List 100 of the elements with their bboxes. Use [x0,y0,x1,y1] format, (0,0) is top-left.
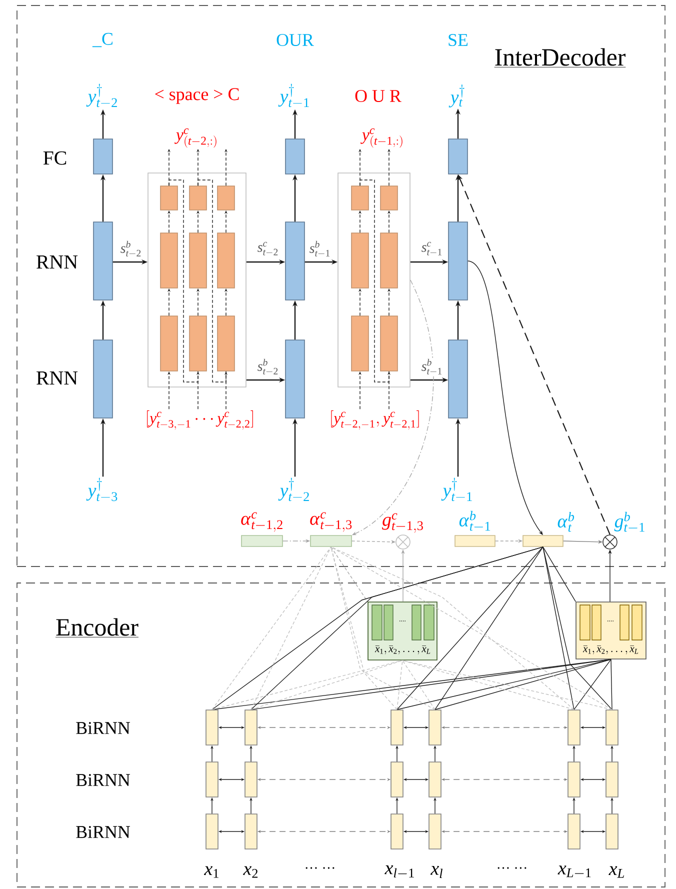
panel-heading: Encoder [55,618,139,638]
input-label: $x_l$ [430,866,442,878]
math-label: $y^{\dagger}_{t-1}$ [441,478,472,502]
connector-line [396,546,544,710]
math-label: $\alpha^{c}_{t-1,3}$ [310,512,352,532]
layer-box [93,340,113,418]
cell-box [428,710,442,746]
math-label: $y^{\dagger}_{t-2}$ [278,478,309,502]
output-text: O U R [355,90,402,102]
input-label: $x_L$ [608,866,624,878]
connector-line [434,546,544,710]
connector-line [360,180,390,382]
math-label: $y^{c}_{(t-2,:)}$ [174,128,216,148]
layer-box [285,340,305,418]
math-label: $[y^{c}_{t-2,-1}, y^{c}_{t-2,1}]$ [331,410,419,430]
layer-box [160,186,178,210]
connector-line [396,660,403,710]
layer-box [448,138,468,174]
edge-label: $s^{b}_{t-2}$ [256,358,280,376]
layer-box [351,316,369,372]
math-label: $\bar{x}_1, \bar{x}_2, \ldots, \bar{x}_L$ [374,646,430,654]
edge-label: $s^{b}_{t-1}$ [308,240,332,258]
cell-box [390,710,404,746]
cell-box [244,814,258,850]
layer-box [380,316,398,372]
math-label: $\alpha^{b}_{t}$ [558,512,574,532]
layer-box [217,186,235,210]
math-label: $y^{c}_{(t-1,:)}$ [360,128,402,148]
math-label: $\bar{x}_1, \bar{x}_2, \ldots, \bar{x}_L$ [582,646,638,654]
layer-box [160,316,178,372]
edge-label: $s^{b}_{t-2}$ [119,240,143,258]
layer-box [189,316,207,372]
cell-box [568,762,580,798]
layer-box [93,222,113,300]
cell-box [606,710,618,746]
connector-line [402,660,574,710]
math-label: $y^{\dagger}_{t-3}$ [86,478,118,502]
math-label: $[y^{c}_{t-3,-1} \cdots y^{c}_{t-2,2}]$ [147,410,253,430]
ellipsis: … … [498,867,526,869]
cell-box [206,814,218,850]
connector-line [434,659,612,710]
layer-box [189,232,207,288]
cell-box [244,710,258,746]
layer-box [448,222,468,300]
input-label: $x_1$ [204,866,218,878]
connector-line [212,660,403,710]
connector-line [330,546,436,710]
math-label: $y^{\dagger}_{t-2}$ [86,84,117,108]
edge-label: $s^{b}_{t-1}$ [420,358,444,376]
layer-label: BiRNN [76,774,130,786]
layer-box [93,138,113,174]
math-label: $y^{\dagger}_{t}$ [448,84,464,108]
connector-line [542,546,574,710]
connector-line [574,659,612,710]
layer-box [448,340,468,418]
cell-box [390,762,404,798]
layer-label: BiRNN [76,722,130,734]
cell-box [244,762,258,798]
output-text: SE [448,34,468,46]
math-label: $\alpha^{b}_{t-1}$ [459,510,490,531]
connector-line [212,546,332,710]
layer-box [160,232,178,288]
cell-box [606,814,618,850]
layer-box [380,232,398,288]
edge-label: $s^{c}_{t-2}$ [256,240,280,258]
math-label: $\alpha^{c}_{t-1,2}$ [241,512,282,532]
cell-box [206,710,218,746]
math-label: $g^{c}_{t-1,3}$ [382,513,423,533]
output-text: OUR [276,34,314,46]
layer-box [217,232,235,288]
math-label: $y^{\dagger}_{t-1}$ [278,84,309,108]
layer-label: BiRNN [76,826,130,838]
layer-box [285,138,305,174]
output-text: < space > C [155,88,239,104]
input-label: $x_{l-1}$ [384,865,414,878]
cell-box [428,814,442,850]
connector-line [168,180,198,382]
layer-box [351,232,369,288]
input-label: $x_2$ [243,866,258,878]
panel-heading: InterDecoder [494,48,626,68]
cell-box [390,814,404,850]
edge-label: $s^{c}_{t-1}$ [420,240,444,258]
input-label: $x_{L-1}$ [558,866,591,878]
connector-line [402,660,436,710]
layer-label: FC [43,151,66,165]
layer-box [285,222,305,300]
layer-box [351,186,369,210]
cell-box [568,814,580,850]
layer-box [380,186,398,210]
output-text: _C [92,32,112,48]
connector-line [250,546,332,710]
connector-line [542,546,612,710]
connector-line [198,180,226,382]
connector-line [610,659,612,710]
cell-box [428,762,442,798]
math-label: $g^{b}_{t-1}$ [614,512,644,532]
layer-box [189,186,207,210]
ellipsis: … … [306,867,334,869]
cell-box [568,710,580,746]
layer-box [217,316,235,372]
